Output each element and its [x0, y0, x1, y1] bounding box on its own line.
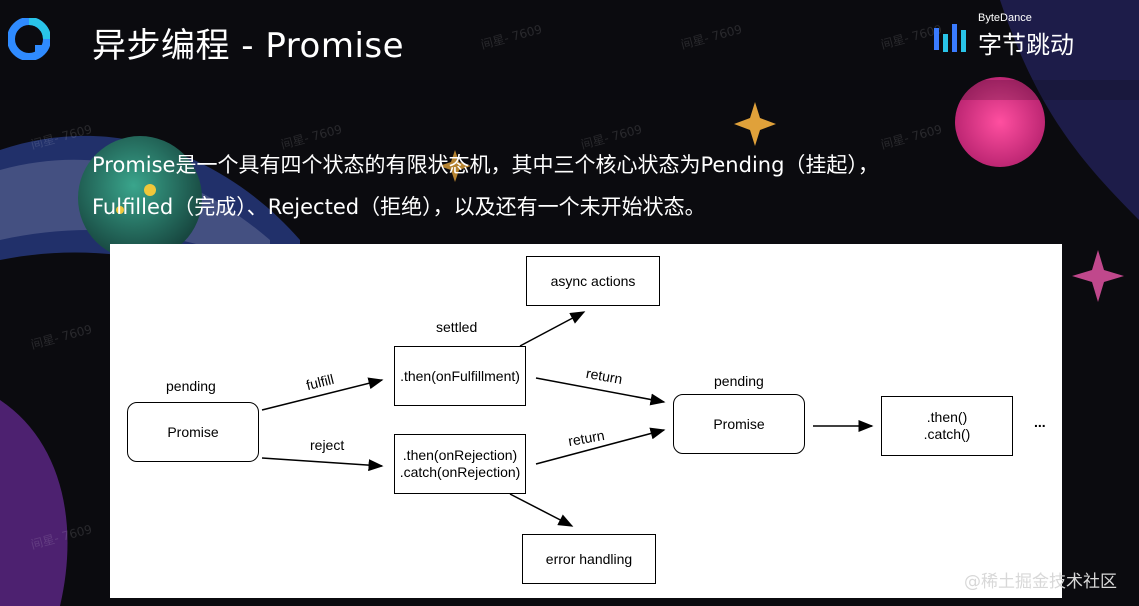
then-fulfillment-node: .then(onFulfillment) — [394, 346, 526, 406]
chain-catch-text: .catch() — [924, 426, 971, 443]
left-promise-node: Promise — [127, 402, 259, 462]
promise-state-diagram: pending Promise fulfill reject settled .… — [110, 244, 1062, 598]
bytedance-logo: ByteDance 字节跳动 — [930, 10, 1090, 58]
then-rejection-node: .then(onRejection) .catch(onRejection) — [394, 434, 526, 494]
right-pending-label: pending — [714, 373, 764, 389]
ellipsis: ... — [1034, 414, 1046, 430]
brand-name: 字节跳动 — [978, 25, 1074, 60]
reject-arrow — [262, 458, 382, 466]
error-handling-node: error handling — [522, 534, 656, 584]
chain-methods-node: .then() .catch() — [881, 396, 1013, 456]
slide-title: 异步编程 - Promise — [92, 18, 404, 67]
reject-label: reject — [310, 437, 344, 453]
async-arrow — [520, 312, 584, 346]
app-logo-icon — [8, 18, 50, 60]
brand-subtitle: ByteDance — [978, 12, 1032, 24]
error-arrow — [510, 494, 572, 526]
tile-watermark: 间星- 7609 — [29, 520, 94, 553]
slide-description: Promise是一个具有四个状态的有限状态机，其中三个核心状态为Pending（… — [92, 144, 1052, 228]
chain-then-text: .then() — [927, 409, 967, 426]
bytedance-mark-icon — [932, 18, 972, 58]
juejin-watermark: @稀土掘金技术社区 — [964, 567, 1117, 592]
right-promise-node: Promise — [673, 394, 805, 454]
description-line: Promise是一个具有四个状态的有限状态机，其中三个核心状态为Pending（… — [92, 144, 1052, 186]
catch-rejection-text: .catch(onRejection) — [400, 464, 521, 481]
async-actions-node: async actions — [526, 256, 660, 306]
slide-header: 异步编程 - Promise ByteDance 字节跳动 — [0, 0, 1139, 90]
tile-watermark: 间星- 7609 — [29, 320, 94, 353]
then-rejection-text: .then(onRejection) — [403, 447, 517, 464]
left-pending-label: pending — [166, 378, 216, 394]
settled-label: settled — [436, 319, 477, 335]
description-line: Fulfilled（完成）、Rejected（拒绝），以及还有一个未开始状态。 — [92, 186, 1052, 228]
tile-watermark: 间星- 7609 — [29, 120, 94, 153]
